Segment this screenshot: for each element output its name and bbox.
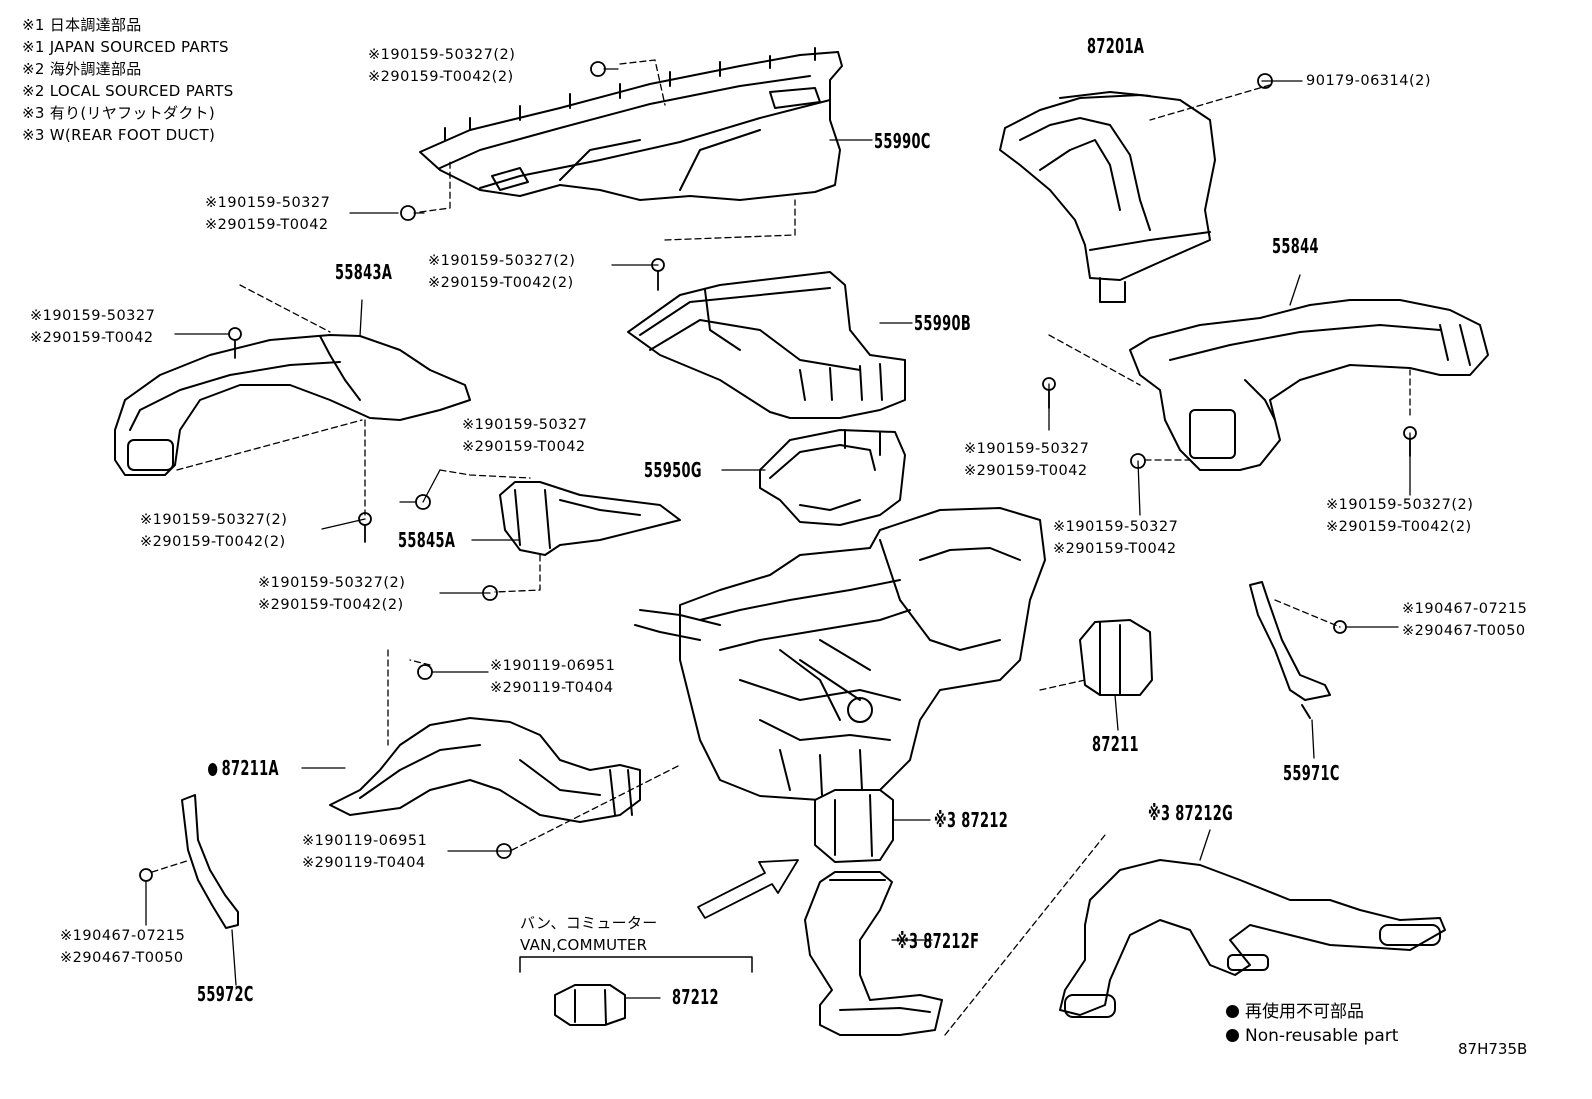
diagram-code: 87H735B	[1458, 1040, 1528, 1058]
duct-55843a	[114, 334, 471, 476]
part-87211[interactable]: 87211	[1092, 732, 1139, 756]
fastener-top[interactable]: ※190159-50327(2) ※290159-T0042(2)	[368, 44, 515, 88]
blower-87211	[1079, 619, 1153, 696]
fastener-55843a-top[interactable]: ※190159-50327 ※290159-T0042	[30, 305, 155, 349]
fastener-line: ※290159-T0042(2)	[1326, 519, 1472, 535]
van-note-en: VAN,COMMUTER	[520, 936, 648, 954]
dashed-lines	[151, 59, 1411, 1036]
fastener-line: ※190159-50327	[462, 417, 588, 433]
fastener-line: ※190159-50327(2)	[258, 575, 406, 591]
fastener-line: ※290159-T0042	[462, 439, 586, 455]
legend-line: ※3 W(REAR FOOT DUCT)	[22, 126, 216, 144]
duct-87212g	[1059, 859, 1446, 1018]
fastener-line: ※290119-T0404	[302, 855, 426, 871]
non-reusable-dot-icon	[208, 763, 218, 776]
fastener-right-clip[interactable]: ※190467-07215 ※290467-T0050	[1402, 598, 1527, 642]
leader-lines	[145, 68, 1411, 999]
part-55843a[interactable]: 55843A	[335, 260, 393, 284]
duct-87201a	[999, 91, 1216, 303]
fastener-center-b[interactable]: ※190159-50327(2) ※290159-T0042(2)	[428, 250, 575, 294]
duct-87212-center	[814, 789, 894, 863]
direction-arrow	[697, 859, 799, 919]
fastener-line: ※290159-T0042(2)	[428, 275, 574, 291]
van-commuter-note: バン、コミューター VAN,COMMUTER	[520, 912, 658, 956]
fastener-line: ※190159-50327(2)	[368, 47, 516, 63]
fastener-right-mid[interactable]: ※190159-50327 ※290159-T0042	[964, 438, 1089, 482]
fastener-line: ※290467-T0050	[1402, 623, 1526, 639]
fastener-line: ※190159-50327	[205, 195, 331, 211]
clip-55971c	[1249, 581, 1331, 719]
part-55971c[interactable]: 55971C	[1283, 761, 1340, 785]
fastener-left-c[interactable]: ※190159-50327 ※290159-T0042	[205, 192, 330, 236]
duct-87211a	[329, 717, 641, 823]
part-87212-center[interactable]: ※3 87212	[934, 808, 1009, 832]
part-55990b[interactable]: 55990B	[914, 311, 972, 335]
legend: ※1 日本調達部品 ※1 JAPAN SOURCED PARTS ※2 海外調達…	[22, 14, 234, 146]
part-55972c[interactable]: 55972C	[197, 982, 254, 1006]
fastener-line: ※290467-T0050	[60, 950, 184, 966]
fastener-line: ※190159-50327	[964, 441, 1090, 457]
fastener-55845a-top[interactable]: ※190159-50327 ※290159-T0042	[462, 414, 587, 458]
part-87212-van[interactable]: 87212	[672, 985, 719, 1009]
fastener-line: ※290159-T0042(2)	[368, 69, 514, 85]
part-87201a[interactable]: 87201A	[1087, 34, 1145, 58]
fastener-55845a-bot[interactable]: ※190159-50327(2) ※290159-T0042(2)	[258, 572, 405, 616]
fasteners	[139, 61, 1417, 882]
part-87211a[interactable]: 87211A	[208, 758, 279, 778]
van-note-jp: バン、コミューター	[520, 914, 658, 932]
duct-87212f	[804, 871, 943, 1036]
fastener-line: ※290159-T0042	[205, 217, 329, 233]
part-87212f[interactable]: ※3 87212F	[896, 929, 980, 953]
fastener-90179[interactable]: 90179-06314(2)	[1306, 73, 1432, 89]
legend-line: ※1 日本調達部品	[22, 16, 142, 34]
part-55950g[interactable]: 55950G	[644, 458, 702, 482]
fastener-line: ※190119-06951	[302, 833, 428, 849]
duct-55990c	[419, 47, 843, 201]
fastener-line: ※190159-50327(2)	[1326, 497, 1474, 513]
fastener-87211a-bot[interactable]: ※190119-06951 ※290119-T0404	[302, 830, 427, 874]
fastener-55844-right[interactable]: ※190159-50327(2) ※290159-T0042(2)	[1326, 494, 1473, 538]
part-55845a[interactable]: 55845A	[398, 528, 456, 552]
part-55990c[interactable]: 55990C	[874, 129, 931, 153]
part-55844[interactable]: 55844	[1272, 234, 1319, 258]
legend-line: ※3 有り(リヤフットダクト)	[22, 104, 216, 122]
fastener-left-clip[interactable]: ※190467-07215 ※290467-T0050	[60, 925, 185, 969]
fastener-87211a-top[interactable]: ※190119-06951 ※290119-T0404	[490, 655, 615, 699]
clip-55972c	[181, 794, 239, 929]
fastener-right-lower[interactable]: ※190159-50327 ※290159-T0042	[1053, 516, 1178, 560]
fastener-line: ※190159-50327(2)	[140, 512, 288, 528]
fastener-line: ※190467-07215	[60, 928, 186, 944]
fastener-line: ※190467-07215	[1402, 601, 1528, 617]
legend-line: ※1 JAPAN SOURCED PARTS	[22, 38, 229, 56]
legend-line: ※2 LOCAL SOURCED PARTS	[22, 82, 234, 100]
duct-55845a	[499, 481, 681, 556]
fastener-line: ※290119-T0404	[490, 680, 614, 696]
nonreusable-jp: 再使用不可部品	[1245, 1002, 1364, 1022]
register-55990b	[627, 271, 906, 419]
fastener-line: ※190159-50327	[1053, 519, 1179, 535]
non-reusable-dot-icon	[1226, 1005, 1239, 1018]
fastener-line: ※190159-50327(2)	[428, 253, 576, 269]
hvac-unit	[634, 507, 1046, 801]
fastener-line: ※290159-T0042	[1053, 541, 1177, 557]
van-bracket	[519, 956, 753, 973]
fastener-55843a-bot[interactable]: ※190159-50327(2) ※290159-T0042(2)	[140, 509, 287, 553]
nonreusable-legend: 再使用不可部品 Non-reusable part	[1226, 1000, 1398, 1048]
legend-line: ※2 海外調達部品	[22, 60, 142, 78]
fastener-line: ※290159-T0042(2)	[258, 597, 404, 613]
nonreusable-en: Non-reusable part	[1245, 1026, 1399, 1046]
duct-55950g	[759, 429, 906, 526]
fastener-line: ※290159-T0042	[30, 330, 154, 346]
part-87212g[interactable]: ※3 87212G	[1148, 801, 1234, 825]
fastener-line: ※190159-50327	[30, 308, 156, 324]
fastener-line: ※290159-T0042	[964, 463, 1088, 479]
fastener-line: ※190119-06951	[490, 658, 616, 674]
part-87211a-label: 87211A	[221, 756, 279, 780]
duct-87212-van	[554, 984, 626, 1026]
duct-55844	[1129, 299, 1489, 471]
fastener-line: ※290159-T0042(2)	[140, 534, 286, 550]
non-reusable-dot-icon	[1226, 1029, 1239, 1042]
